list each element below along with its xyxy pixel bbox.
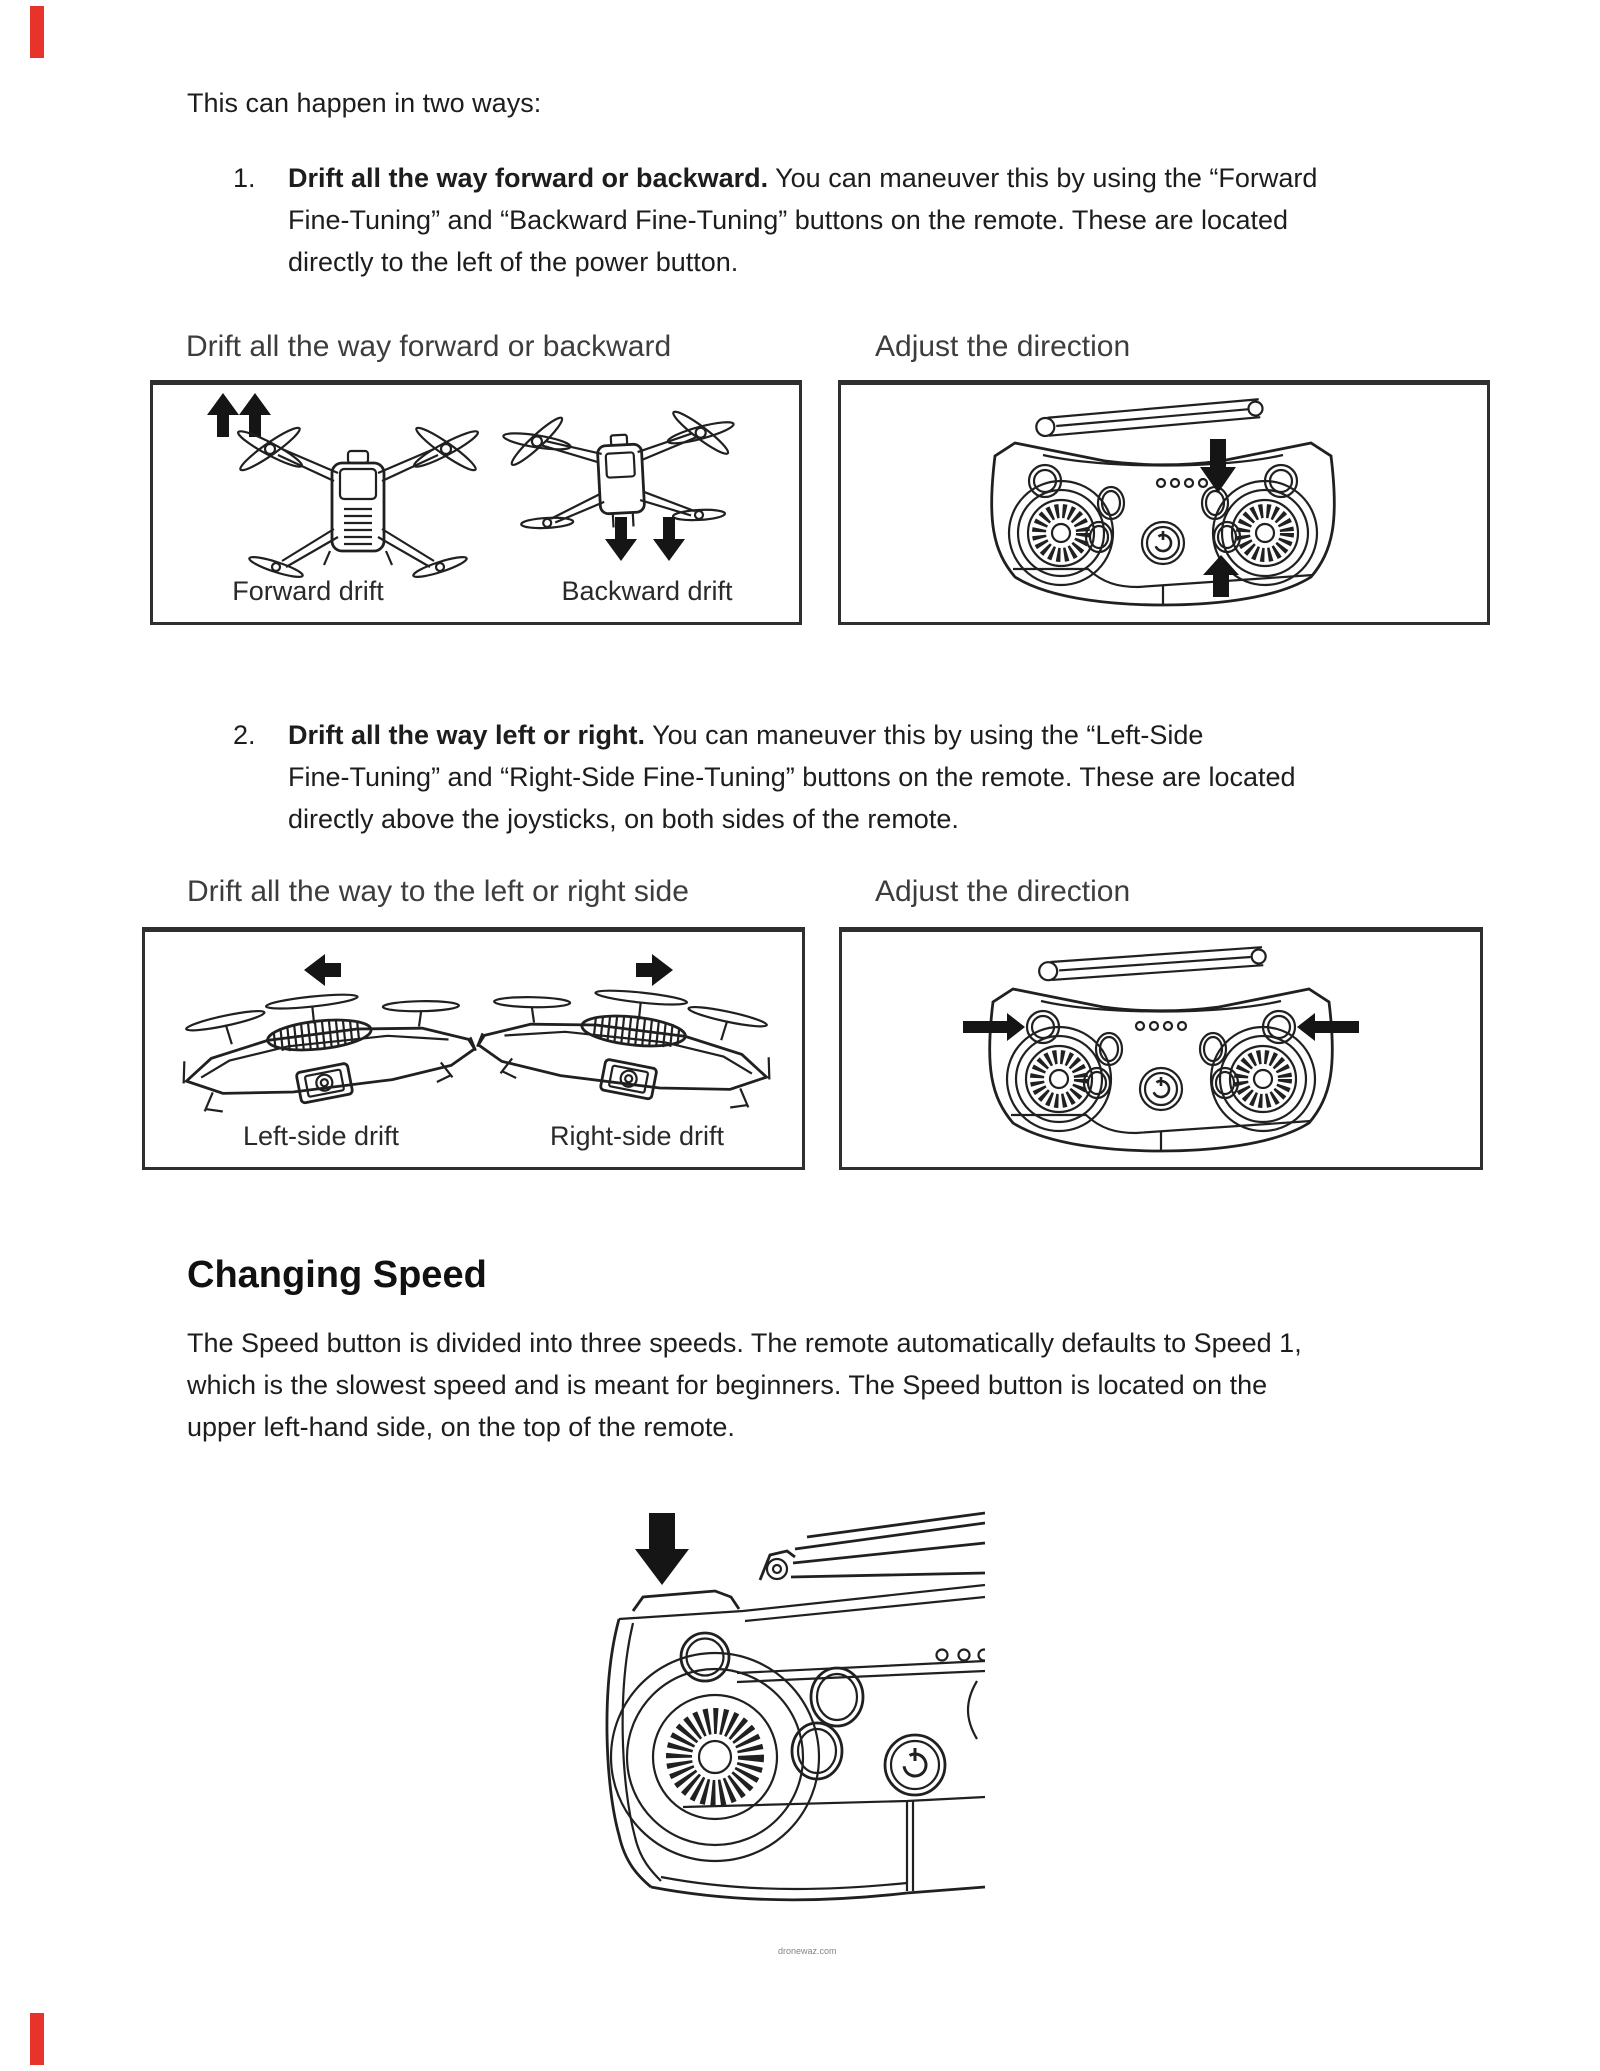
list-item-2: Drift all the way left or right. You can… — [288, 714, 1468, 840]
figure1-caption-right: Adjust the direction — [875, 330, 1131, 363]
right-side-drone — [476, 989, 771, 1109]
speed-paragraph: The Speed button is divided into three s… — [187, 1322, 1467, 1448]
figure2-drone-box: Left-side drift Right-side drift — [142, 927, 805, 1170]
figure2-caption-right: Adjust the direction — [875, 875, 1131, 908]
right-joystick — [1211, 479, 1319, 587]
speed-paragraph-line3: upper left-hand side, on the top of the … — [187, 1412, 735, 1442]
list-item-2-number: 2. — [233, 720, 256, 750]
list-item-1-line2: Fine-Tuning” and “Backward Fine-Tuning” … — [288, 205, 1289, 235]
left-joystick — [609, 1651, 821, 1863]
antenna — [1038, 946, 1267, 982]
speed-paragraph-line1: The Speed button is divided into three s… — [187, 1328, 1302, 1358]
list-item-2-bold: Drift all the way left or right. — [288, 720, 646, 750]
red-mark-top — [30, 6, 44, 58]
right-arrow-icon — [963, 1013, 1025, 1041]
led-indicators — [1134, 1020, 1188, 1032]
led-indicators — [935, 1648, 985, 1662]
antenna — [758, 1511, 985, 1581]
right-side-drift-label: Right-side drift — [549, 1121, 725, 1151]
left-joystick — [1007, 479, 1115, 587]
list-item-1: Drift all the way forward or backward. Y… — [288, 157, 1468, 283]
right-joystick — [1209, 1025, 1317, 1133]
speed-button — [679, 1631, 731, 1683]
camera — [295, 1062, 354, 1105]
power-button-icon — [883, 1733, 947, 1797]
figure1-caption-left: Drift all the way forward or backward — [186, 330, 672, 363]
list-item-1-line3: directly to the left of the power button… — [288, 247, 739, 277]
left-joystick — [1005, 1025, 1113, 1133]
watermark-text: dronewaz.com — [778, 1946, 837, 1956]
list-item-1-number: 1. — [233, 163, 256, 193]
list-item-2-line2: Fine-Tuning” and “Right-Side Fine-Tuning… — [288, 762, 1296, 792]
remote-illustration-forward-backward — [990, 398, 1336, 607]
left-side-drone — [182, 993, 477, 1113]
up-arrow-icon — [1203, 555, 1239, 597]
antenna — [1035, 398, 1264, 438]
right-arrow-icon — [636, 954, 673, 986]
speed-button-figure — [555, 1485, 985, 1905]
power-button-icon — [1138, 1066, 1184, 1112]
figure2-caption-left: Drift all the way to the left or right s… — [187, 875, 689, 908]
list-item-2-line1: Drift all the way left or right. You can… — [288, 720, 1204, 750]
red-mark-bottom — [30, 2013, 44, 2065]
forward-drone — [236, 426, 480, 578]
right-joystick-edge — [967, 1680, 978, 1740]
figure1-remote-box — [838, 380, 1490, 625]
left-side-drift-label: Left-side drift — [242, 1121, 400, 1151]
remote-closeup-illustration — [605, 1511, 985, 1902]
left-arrow-icon — [1297, 1013, 1359, 1041]
left-arrow-icon — [304, 954, 341, 986]
list-item-1-line1: Drift all the way forward or backward. Y… — [288, 163, 1318, 193]
down-arrow-icon — [1200, 439, 1236, 493]
led-indicators — [1155, 477, 1209, 489]
down-arrow-icon — [605, 517, 685, 561]
forward-drift-label: Forward drift — [232, 576, 384, 606]
figure1-drone-box: Forward drift Backward drift — [150, 380, 802, 625]
forward-backward-drone-illustration — [207, 393, 735, 578]
intro-text: This can happen in two ways: — [187, 88, 542, 118]
up-arrow-icon — [207, 393, 271, 437]
remote-illustration-left-right — [963, 946, 1359, 1153]
backward-drone — [502, 410, 735, 530]
down-arrow-icon — [635, 1513, 689, 1585]
section-heading: Changing Speed — [187, 1254, 487, 1296]
list-item-2-line3: directly above the joysticks, on both si… — [288, 804, 959, 834]
list-item-1-bold: Drift all the way forward or backward. — [288, 163, 769, 193]
left-right-drone-illustration — [182, 954, 771, 1113]
figure2-remote-box — [839, 927, 1483, 1170]
speed-paragraph-line2: which is the slowest speed and is meant … — [187, 1370, 1268, 1400]
backward-drift-label: Backward drift — [561, 576, 733, 606]
power-button-icon — [1140, 520, 1186, 566]
